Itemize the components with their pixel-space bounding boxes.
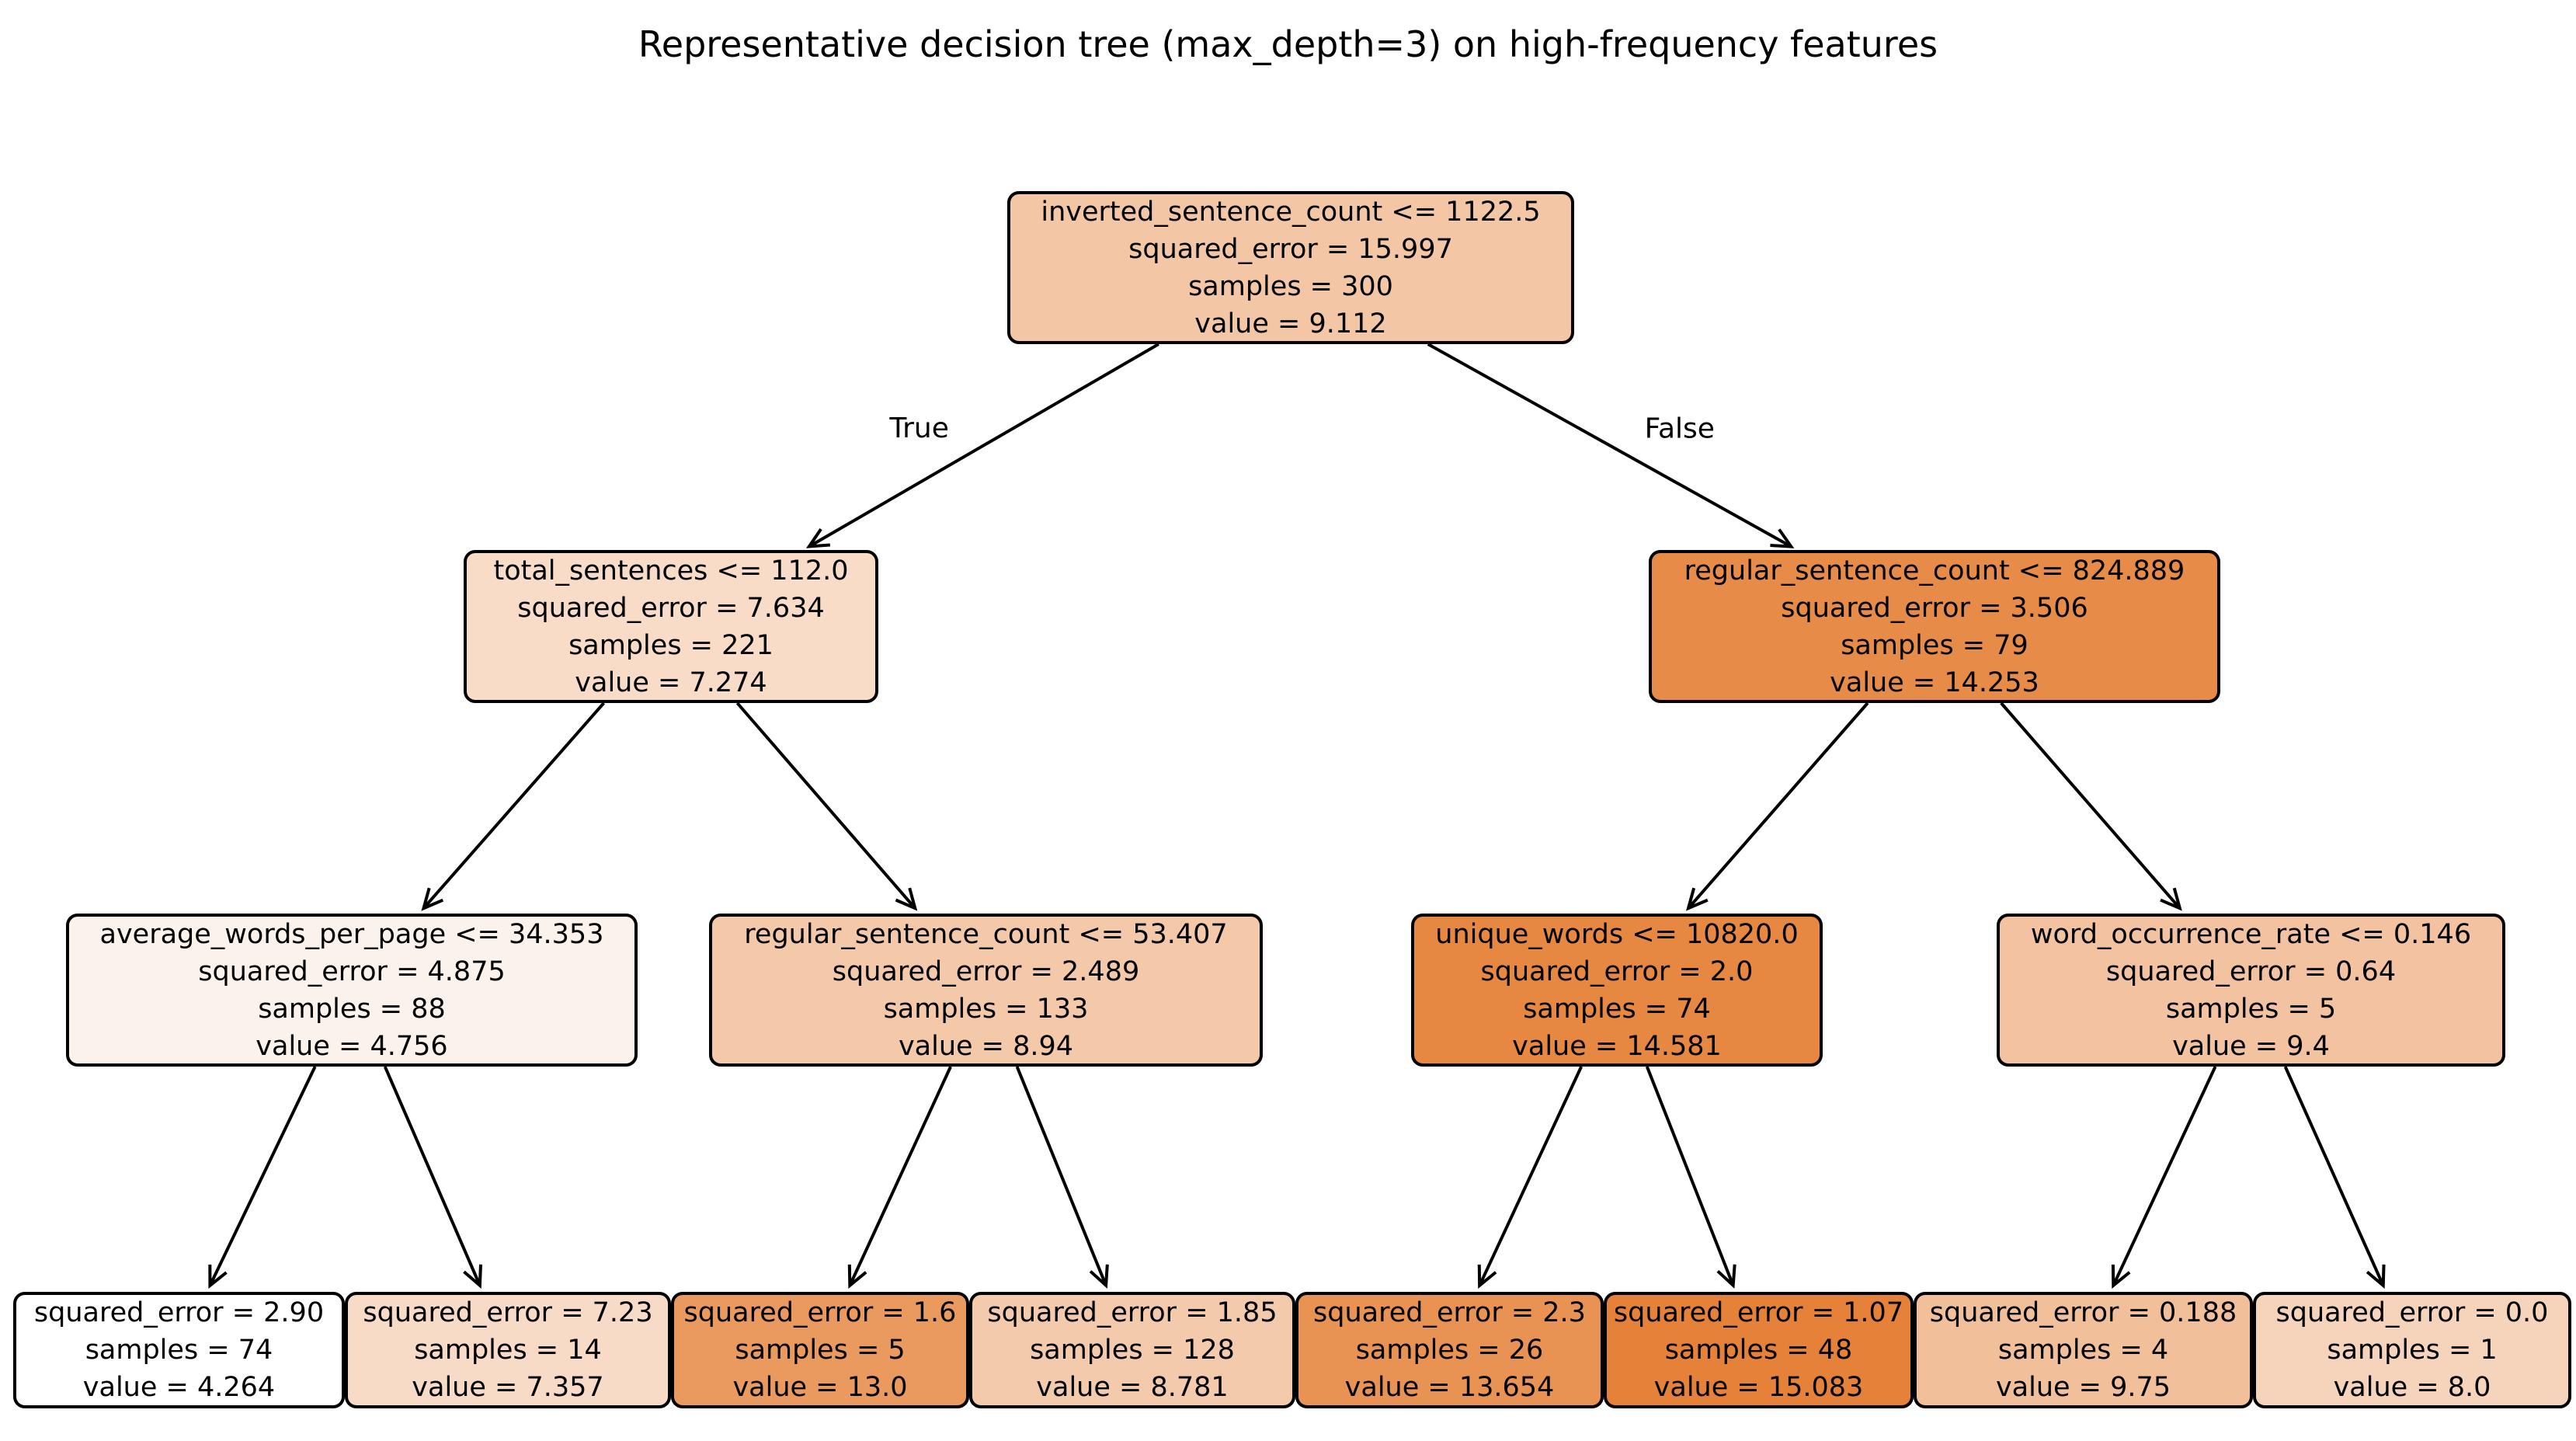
node-samples: samples = 79 (1841, 629, 2028, 661)
node-value: value = 4.756 (256, 1030, 448, 1062)
leaf-node-3: squared_error = 1.6 samples = 5 value = … (671, 1292, 969, 1408)
edge-arrow (2000, 701, 2182, 911)
node-condition: average_words_per_page <= 34.353 (99, 918, 604, 950)
node-value: value = 14.581 (1512, 1030, 1722, 1062)
node-squared-error: squared_error = 4.875 (198, 955, 506, 987)
node-squared-error: squared_error = 0.0 (2275, 1297, 2549, 1328)
node-value: value = 13.0 (732, 1372, 908, 1403)
leaf-node-2: squared_error = 7.23 samples = 14 value … (345, 1292, 671, 1408)
node-squared-error: squared_error = 2.3 (1313, 1297, 1586, 1328)
node-samples: samples = 133 (883, 993, 1089, 1025)
node-squared-error: squared_error = 3.506 (1781, 592, 2088, 624)
edge-arrow (2111, 1066, 2217, 1290)
node-squared-error: squared_error = 2.0 (1480, 955, 1754, 987)
node-value: value = 7.357 (412, 1372, 604, 1403)
edge-arrow (1685, 701, 1869, 911)
figure-title: Representative decision tree (max_depth=… (638, 23, 1938, 65)
leaf-node-6: squared_error = 1.07 samples = 48 value … (1604, 1292, 1914, 1408)
node-condition: regular_sentence_count <= 824.889 (1684, 555, 2185, 586)
edge-arrow (208, 1066, 317, 1290)
edge-arrow (1477, 1066, 1583, 1290)
node-samples: samples = 221 (568, 629, 773, 661)
node-squared-error: squared_error = 7.23 (363, 1297, 653, 1328)
node-squared-error: squared_error = 0.64 (2105, 955, 2397, 987)
node-value: value = 15.083 (1653, 1372, 1864, 1403)
leaf-node-1: squared_error = 2.90 samples = 74 value … (13, 1292, 345, 1408)
tree-node-root: inverted_sentence_count <= 1122.5 square… (1007, 191, 1574, 344)
edge-arrow (805, 343, 1159, 548)
edge-arrow (1427, 343, 1795, 548)
node-squared-error: squared_error = 1.85 (987, 1297, 1278, 1328)
node-condition: total_sentences <= 112.0 (493, 555, 849, 586)
tree-node-average-words-per-page: average_words_per_page <= 34.353 squared… (66, 914, 638, 1067)
edge-arrow (1015, 1066, 1109, 1289)
node-samples: samples = 4 (1997, 1335, 2169, 1366)
node-squared-error: squared_error = 7.634 (517, 592, 825, 624)
node-squared-error: squared_error = 2.90 (33, 1297, 325, 1328)
node-samples: samples = 48 (1664, 1335, 1853, 1366)
node-squared-error: squared_error = 1.6 (683, 1297, 957, 1328)
node-condition: regular_sentence_count <= 53.407 (744, 918, 1228, 950)
node-condition: inverted_sentence_count <= 1122.5 (1041, 196, 1541, 228)
leaf-node-5: squared_error = 2.3 samples = 26 value =… (1295, 1292, 1604, 1408)
node-samples: samples = 5 (2165, 993, 2337, 1025)
node-samples: samples = 88 (258, 993, 446, 1025)
edge-arrow (1645, 1066, 1736, 1289)
edge-arrow (2283, 1066, 2386, 1289)
node-value: value = 9.112 (1194, 308, 1387, 339)
edge-arrow (847, 1066, 952, 1290)
edge-arrow (421, 701, 605, 911)
node-value: value = 4.264 (82, 1372, 276, 1403)
node-value: value = 7.274 (575, 667, 767, 698)
leaf-node-8: squared_error = 0.0 samples = 1 value = … (2253, 1292, 2571, 1408)
edge-arrow (383, 1066, 482, 1289)
tree-node-total-sentences: total_sentences <= 112.0 squared_error =… (464, 550, 878, 703)
tree-node-regular-sentence-count-2: regular_sentence_count <= 53.407 squared… (709, 914, 1263, 1067)
node-value: value = 8.0 (2333, 1372, 2491, 1403)
node-squared-error: squared_error = 0.188 (1929, 1297, 2237, 1328)
node-samples: samples = 300 (1188, 270, 1393, 302)
node-samples: samples = 26 (1355, 1335, 1544, 1366)
tree-node-unique-words: unique_words <= 10820.0 squared_error = … (1411, 914, 1823, 1067)
node-value: value = 9.75 (1995, 1372, 2171, 1403)
node-samples: samples = 128 (1030, 1335, 1235, 1366)
node-squared-error: squared_error = 2.489 (832, 955, 1140, 987)
node-value: value = 9.4 (2172, 1030, 2330, 1062)
node-samples: samples = 74 (1523, 993, 1711, 1025)
leaf-node-7: squared_error = 0.188 samples = 4 value … (1914, 1292, 2253, 1408)
node-samples: samples = 74 (85, 1335, 273, 1366)
tree-node-word-occurrence-rate: word_occurrence_rate <= 0.146 squared_er… (1997, 914, 2505, 1067)
node-value: value = 8.781 (1036, 1372, 1229, 1403)
node-condition: word_occurrence_rate <= 0.146 (2030, 918, 2472, 950)
node-value: value = 14.253 (1830, 667, 2039, 698)
node-squared-error: squared_error = 1.07 (1613, 1297, 1904, 1328)
node-squared-error: squared_error = 15.997 (1128, 233, 1453, 265)
node-value: value = 8.94 (898, 1030, 1074, 1062)
edge-arrow (735, 701, 918, 911)
node-condition: unique_words <= 10820.0 (1435, 918, 1799, 950)
node-samples: samples = 14 (414, 1335, 602, 1366)
node-samples: samples = 1 (2327, 1335, 2498, 1366)
edge-label: True (888, 412, 948, 444)
tree-node-regular-sentence-count: regular_sentence_count <= 824.889 square… (1649, 550, 2220, 703)
node-samples: samples = 5 (735, 1335, 906, 1366)
node-value: value = 13.654 (1344, 1372, 1555, 1403)
edge-label: False (1645, 412, 1715, 444)
leaf-node-4: squared_error = 1.85 samples = 128 value… (969, 1292, 1295, 1408)
